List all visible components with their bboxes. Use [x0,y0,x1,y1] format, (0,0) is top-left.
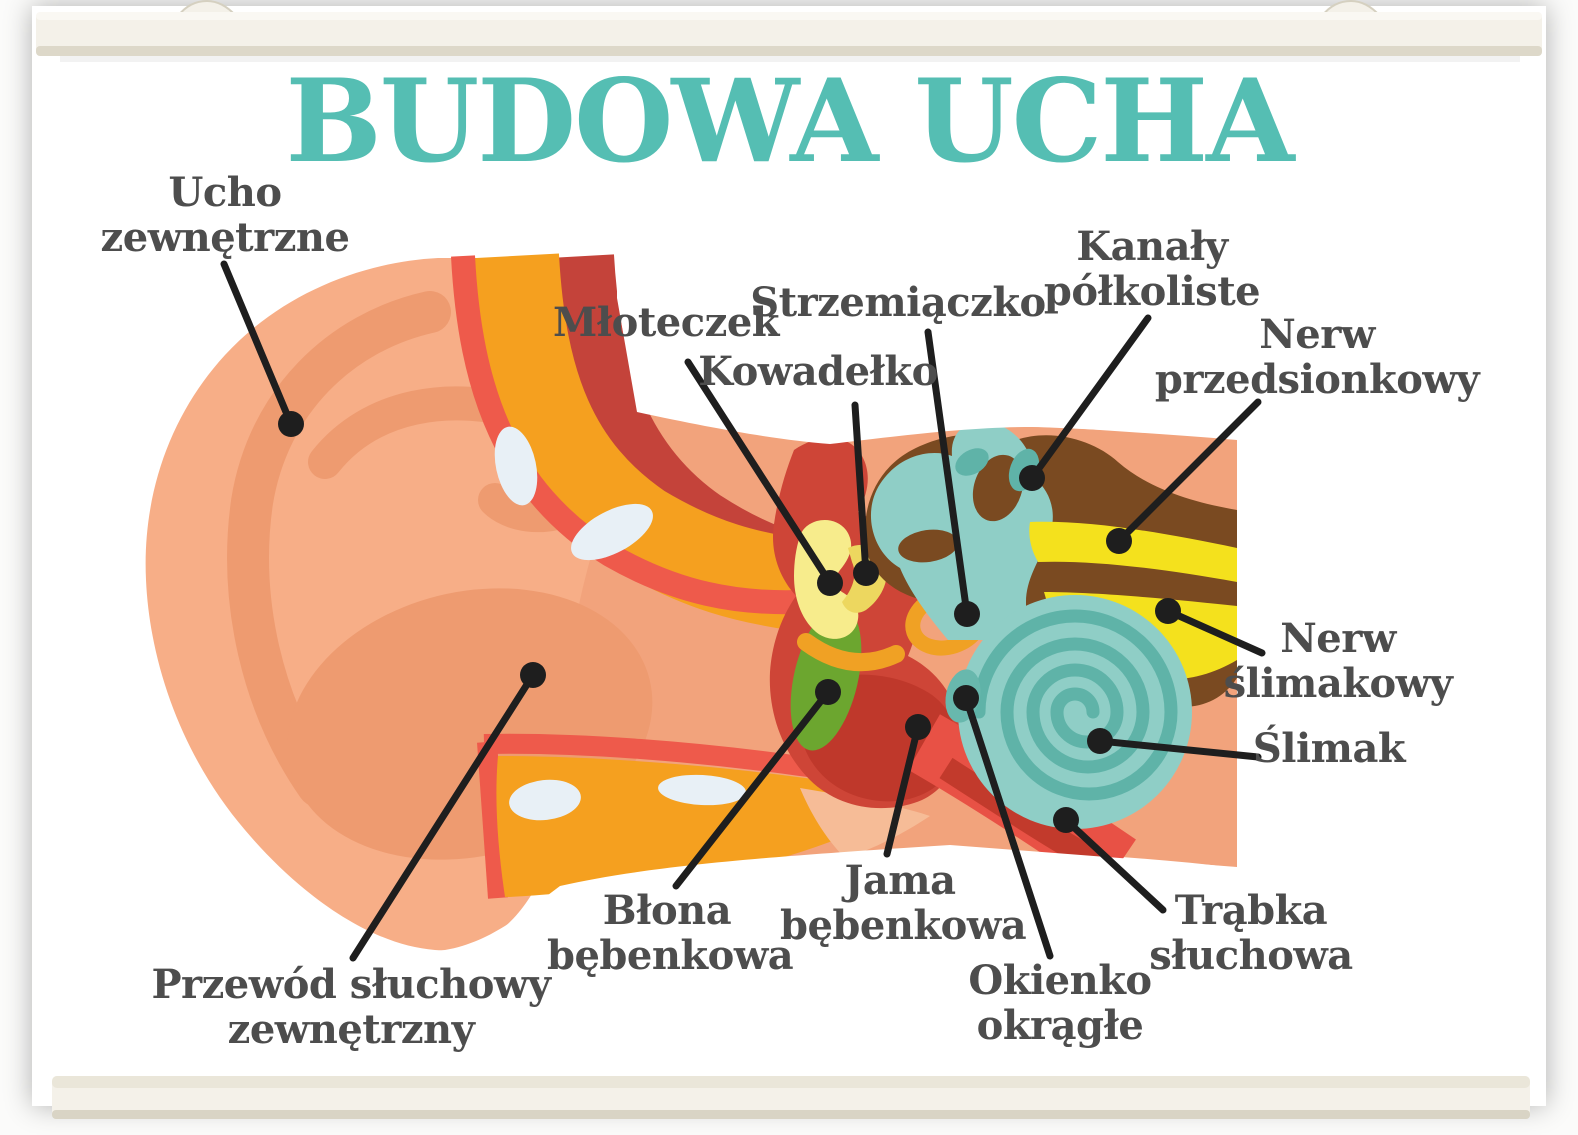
leader-trabka-sluchowa [1053,807,1167,914]
label-mloteczek: Młoteczek [516,300,816,345]
leader-slimak [1087,728,1262,761]
label-ucho-zewnetrzne: Ucho zewnętrzne [75,170,375,260]
label-line: okrągłe [976,1002,1144,1049]
label-line: Przewód słuchowy [151,961,551,1008]
canal-shade [955,448,989,476]
label-line: słuchowa [1149,932,1353,979]
label-line: Strzemiączko [750,279,1046,326]
label-line: Nerw [1280,615,1396,662]
label-line: bębenkowa [547,932,794,979]
leader-jama-bebenkowa [883,714,931,858]
poster-title: BUDOWA UCHA [285,54,1294,188]
bone-marrow-spot [658,774,746,806]
leader-strzemiaczko [924,328,980,627]
label-line: Ślimak [1252,725,1406,772]
bone-marrow-spot [571,503,653,561]
label-kanaly-polkoliste: Kanały półkoliste [1032,224,1272,314]
label-kowadelko: Kowadełko [668,349,968,394]
leader-blona-bebenkowa [672,679,841,890]
label-trabka-sluchowa: Trąbka słuchowa [1141,888,1361,978]
label-blona-bebenkowa: Błona bębenkowa [547,887,794,979]
vestibular-nerve-band [1029,521,1237,582]
label-nerw-slimakowy: Nerw ślimakowy [1218,616,1458,706]
label-jama-bebenkowa: Jama bębenkowa [780,857,1027,949]
leader-mloteczek [684,358,843,596]
label-strzemiaczko: Strzemiączko [738,280,1058,325]
bottom-rail [52,1076,1530,1119]
leader-ucho-zewnetrzne [220,260,304,437]
bone-marrow-spot [494,426,538,506]
lower-bone-red-left-stripe [477,741,508,899]
leader-kanaly-polkoliste [1019,314,1152,491]
label-line: Kanały [1076,223,1228,270]
skin-light-wedge [800,788,930,858]
leader-przewod-sluchowy [349,662,546,962]
leader-kowadelko [851,401,879,586]
leader-okienko-okragle [953,685,1054,960]
mask-right [1238,430,1348,900]
leader-nerw-slimakowy [1155,598,1266,657]
label-line: bębenkowa [780,902,1027,949]
label-line: Trąbka [1174,887,1328,934]
mask-bottom [300,845,1340,1062]
mask-top-wedge [617,250,1330,444]
top-rail [36,0,1542,62]
pinna-helix-fold [227,291,451,807]
label-line: Błona [602,887,732,934]
label-line: ślimakowy [1223,660,1453,707]
label-przewod-sluchowy-zewnetrzny: Przewód słuchowy zewnętrzny [131,962,571,1052]
canal-hole-lateral [898,529,958,563]
stapes-arm [797,633,905,672]
label-line: Okienko [968,957,1152,1004]
label-line: Jama [844,857,956,904]
label-line: Kowadełko [698,348,938,395]
label-okienko-okragle: Okienko okrągłe [960,958,1160,1048]
label-line: Nerw [1259,311,1375,358]
label-nerw-przedsionkowy: Nerw przedsionkowy [1147,312,1487,402]
lower-bone-orange [496,756,900,897]
label-slimak: Ślimak [1229,726,1429,771]
label-line: przedsionkowy [1154,356,1480,403]
label-line: zewnętrzne [100,214,350,261]
label-line: zewnętrzny [227,1006,475,1053]
bone-marrow-spot [509,779,581,821]
cochlea-body [958,595,1192,829]
label-line: Ucho [168,169,283,216]
label-line: półkoliste [1043,268,1261,315]
label-line: Młoteczek [552,299,780,346]
leader-nerw-przedsionkowy [1106,398,1262,554]
